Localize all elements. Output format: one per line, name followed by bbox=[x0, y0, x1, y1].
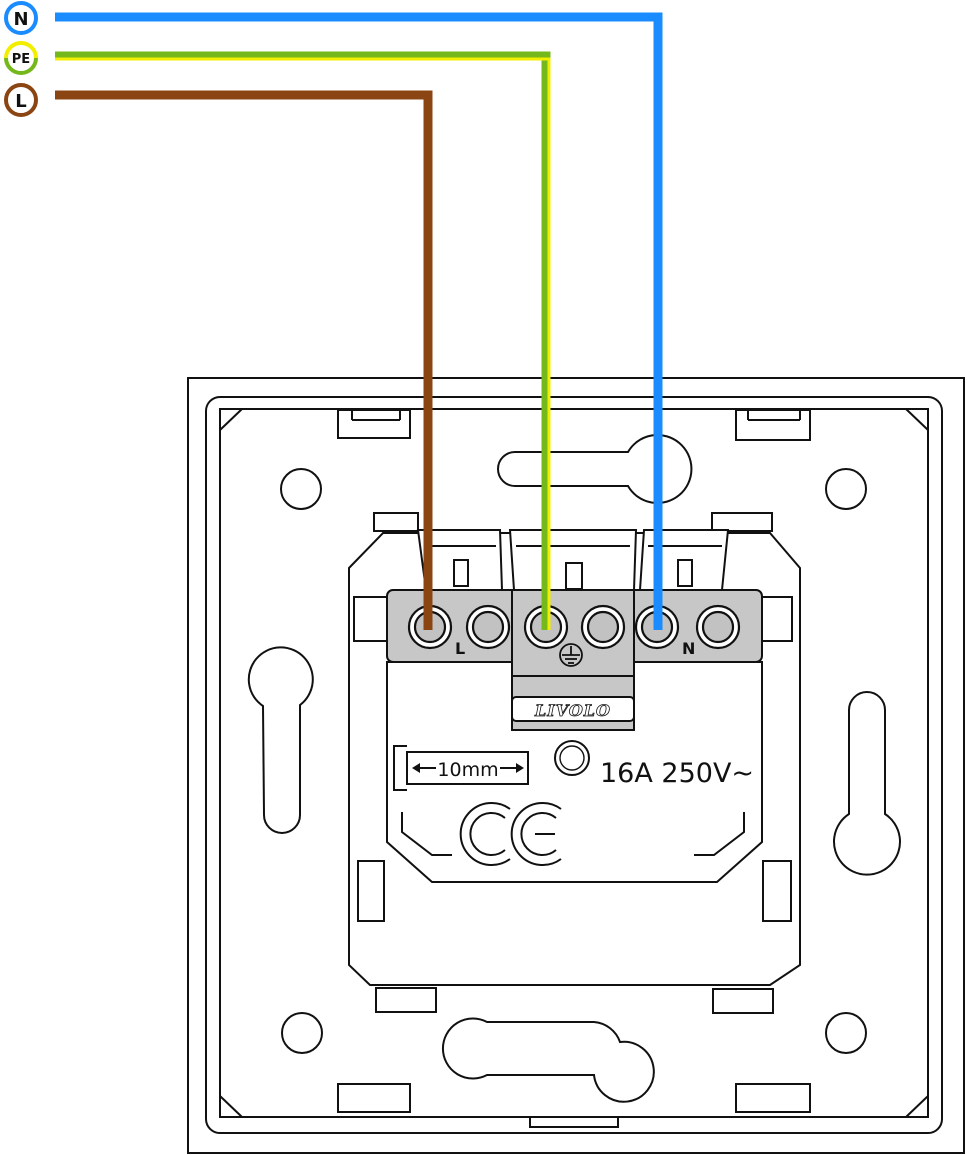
wire-neutral bbox=[55, 12, 663, 630]
slot-bottom bbox=[441, 1017, 655, 1103]
slot-left bbox=[247, 646, 314, 834]
legend-neutral: N bbox=[4, 1, 38, 35]
legend-live-label: L bbox=[15, 91, 26, 112]
wire-live bbox=[55, 90, 433, 630]
earth-ground-symbol bbox=[559, 643, 583, 667]
brand-logo: LIVOLO bbox=[534, 701, 611, 720]
terminal-label-n: N bbox=[682, 639, 695, 658]
mount-hole-top-right bbox=[825, 468, 867, 510]
mount-hole-bottom-left bbox=[281, 1012, 323, 1054]
terminal-label-l: L bbox=[455, 639, 465, 658]
legend-live: L bbox=[4, 83, 38, 117]
bottom-left-clip bbox=[337, 1083, 411, 1113]
bottom-center-tab bbox=[529, 1116, 619, 1128]
slot-right bbox=[833, 691, 901, 876]
wire-earth bbox=[55, 51, 551, 630]
wire-legend: N PE L bbox=[4, 1, 38, 117]
top-left-clip bbox=[337, 409, 411, 439]
bottom-right-clip bbox=[735, 1083, 811, 1113]
legend-neutral-label: N bbox=[13, 9, 28, 30]
legend-earth: PE bbox=[4, 41, 38, 75]
mount-hole-bottom-right bbox=[825, 1012, 867, 1054]
wires bbox=[55, 12, 663, 630]
rating-text: 16A 250V~ bbox=[600, 758, 754, 789]
strip-length-label: 10mm bbox=[437, 759, 498, 781]
mount-hole-top-left bbox=[280, 468, 322, 510]
legend-earth-label: PE bbox=[12, 52, 30, 67]
ce-mark bbox=[459, 802, 562, 866]
strip-length-gauge bbox=[393, 745, 529, 791]
